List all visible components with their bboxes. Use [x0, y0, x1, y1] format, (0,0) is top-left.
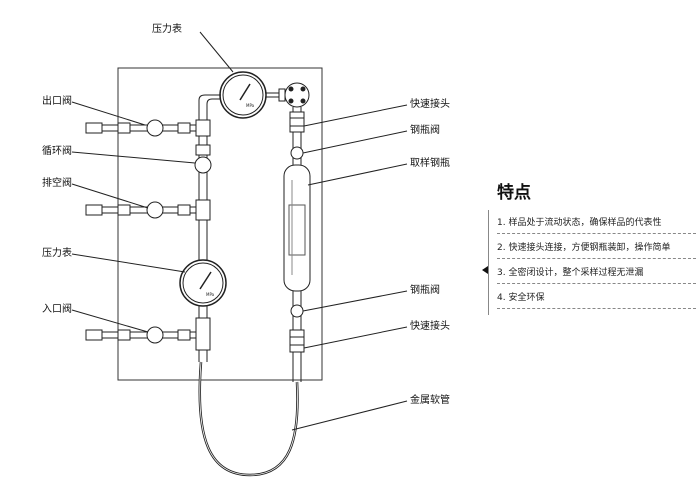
feature-item: 2. 快速接头连接，方便钢瓶装卸，操作简单: [497, 240, 696, 259]
top-pressure-gauge: MPa: [219, 71, 267, 119]
right-vertical-pipe: [292, 107, 302, 382]
inlet-valve-line: [85, 317, 211, 351]
recirc-valve: [194, 144, 212, 174]
label-metal-hose: 金属软管: [410, 395, 450, 406]
label-cylinder-valve-bottom: 钢瓶阀: [410, 285, 440, 296]
triangle-marker-icon: [482, 266, 488, 274]
cylinder-valve-top: [290, 146, 304, 160]
leader-lines: [71, 31, 408, 431]
sample-cylinder: [283, 164, 311, 292]
feature-item: 1. 样品处于流动状态，确保样品的代表性: [497, 215, 696, 234]
label-cylinder-valve-top: 钢瓶阀: [410, 125, 440, 136]
label-top-gauge: 压力表: [152, 24, 182, 35]
outlet-valve-line: [85, 119, 211, 137]
features-bar: [488, 210, 489, 315]
label-sample-cylinder: 取样钢瓶: [410, 158, 450, 169]
mounting-panel: [117, 67, 323, 381]
label-recirc-valve: 循环阀: [42, 146, 72, 157]
vent-valve-line: [85, 199, 211, 221]
lower-pressure-gauge: MPa: [179, 259, 227, 307]
quick-connector-bottom: [289, 329, 305, 353]
label-quick-connector-top: 快速接头: [410, 99, 450, 110]
flange: [284, 82, 310, 108]
feature-item: 3. 全密闭设计，整个采样过程无泄漏: [497, 265, 696, 284]
label-lower-gauge: 压力表: [42, 248, 72, 259]
label-vent-valve: 排空阀: [42, 178, 72, 189]
features-title: 特点: [497, 183, 531, 203]
svg-text:MPa: MPa: [246, 103, 255, 108]
cylinder-valve-bottom: [290, 304, 304, 318]
quick-connector-top: [289, 111, 305, 133]
feature-item: 4. 安全环保: [497, 290, 696, 309]
label-quick-connector-bottom: 快速接头: [410, 321, 450, 332]
label-inlet-valve: 入口阀: [42, 304, 72, 315]
label-outlet-valve: 出口阀: [42, 96, 72, 107]
left-vertical-pipe: [198, 94, 221, 260]
svg-text:MPa: MPa: [206, 292, 215, 297]
